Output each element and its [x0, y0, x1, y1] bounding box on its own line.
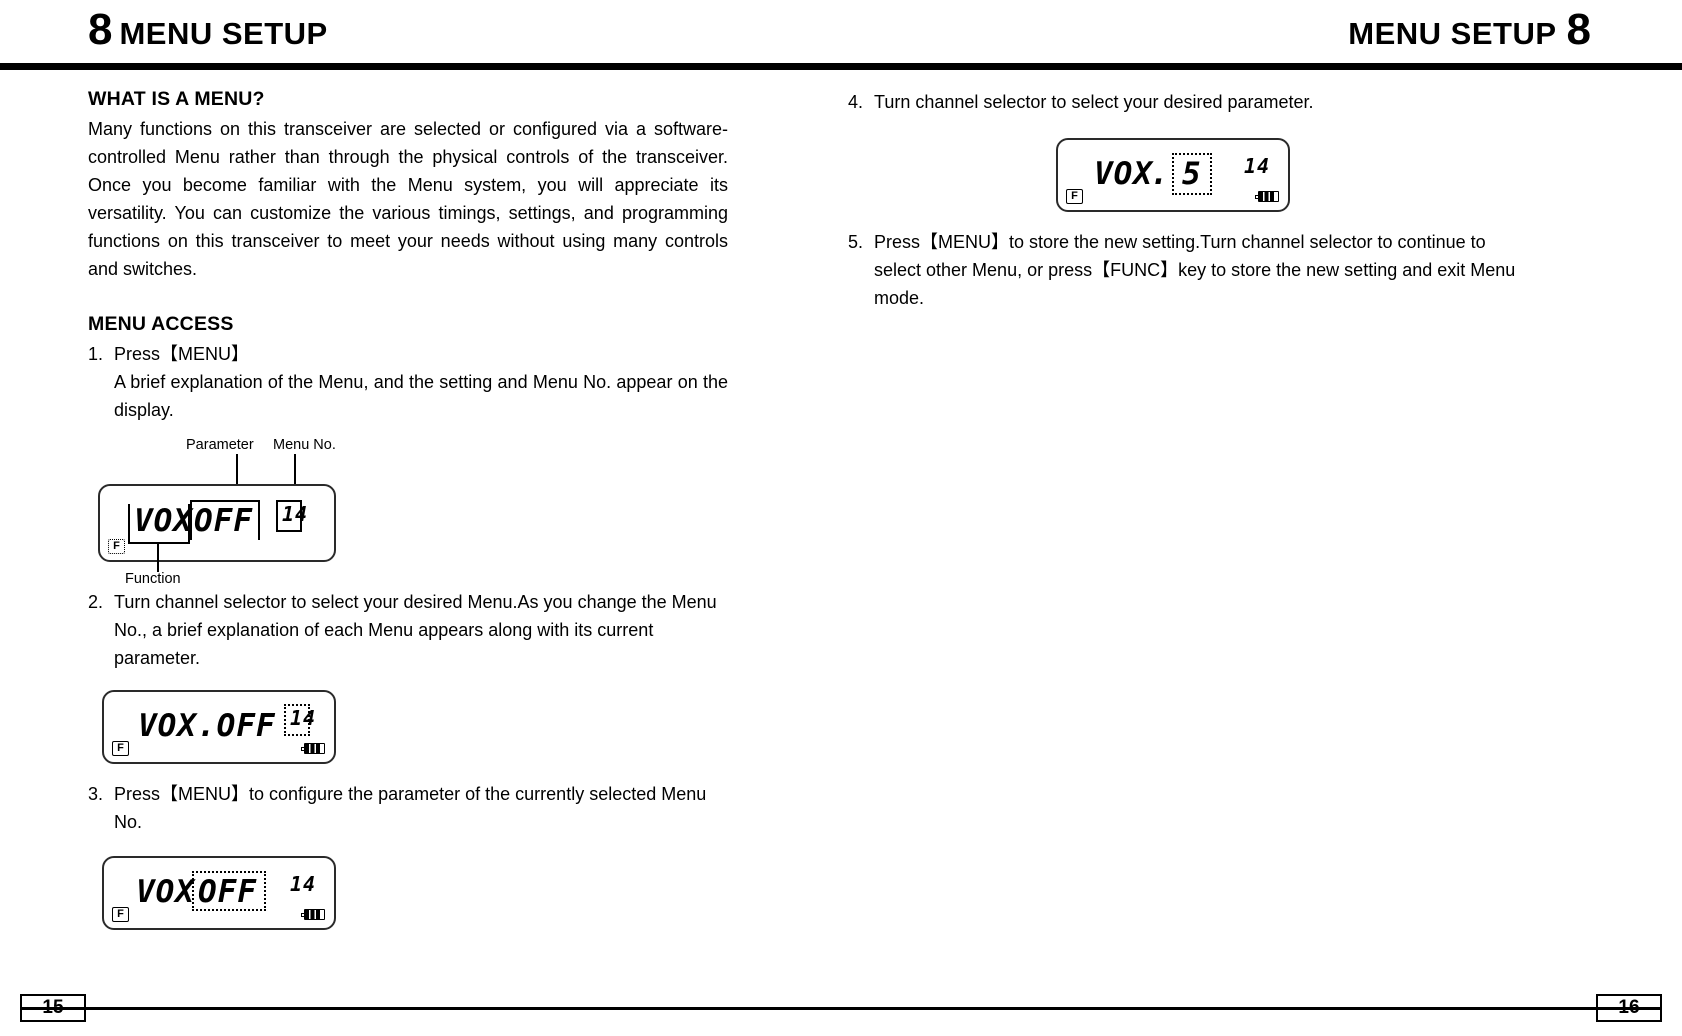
lcd2-display-value: VOX.OFF [138, 708, 276, 744]
leader-line-menu-no [294, 454, 296, 486]
highlight-box-menu-no [276, 500, 302, 532]
lcd1-function-value: VOX [134, 503, 193, 539]
header-right: MENU SETUP 8 [1348, 5, 1592, 54]
callout-label-menu-no: Menu No. [273, 437, 336, 453]
header-left: 8 MENU SETUP [88, 8, 328, 52]
header-divider [0, 63, 1682, 70]
lcd-figure-4: VOX . 5 14 F [848, 132, 1520, 228]
page-number-right: 16 [1596, 994, 1662, 1022]
chapter-number-right: 8 [1566, 5, 1592, 54]
step-1-number: 1. [88, 344, 104, 364]
highlight-box-menu-no-2 [284, 704, 310, 736]
highlight-box-parameter-3 [192, 871, 266, 911]
step-1-text: Press【MENU】 [114, 344, 250, 364]
step-2: 2. Turn channel selector to select your … [88, 588, 728, 672]
lcd4-parameter-value: 5 [1182, 156, 1202, 192]
section-spacer [88, 283, 728, 313]
lcd-display-4: VOX . 5 14 F [1056, 138, 1290, 212]
right-column: 4. Turn channel selector to select your … [848, 88, 1520, 312]
step-3: 3. Press【MENU】to configure the parameter… [88, 780, 728, 836]
step-1: 1. Press【MENU】 [88, 340, 728, 368]
lcd3-function-value: VOX [136, 874, 195, 910]
step-5: 5. Press【MENU】to store the new setting.T… [848, 228, 1520, 312]
step-3-text: Press【MENU】to configure the parameter of… [114, 784, 707, 832]
section-title-menu-access: MENU ACCESS [88, 313, 234, 335]
f-indicator-icon: F [108, 539, 125, 554]
battery-icon-3 [301, 909, 325, 920]
leader-line-function [157, 544, 159, 572]
page-number-left: 15 [20, 994, 86, 1022]
lcd3-menu-no-value: 14 [290, 872, 317, 896]
step-4: 4. Turn channel selector to select your … [848, 88, 1520, 116]
step-2-text: Turn channel selector to select your des… [114, 592, 717, 668]
callout-label-parameter: Parameter [186, 437, 254, 453]
section-title-what-is-a-menu: WHAT IS A MENU? [88, 88, 265, 110]
lcd4-function-value: VOX [1094, 156, 1153, 192]
highlight-box-parameter-4 [1172, 153, 1212, 195]
lcd1-parameter-value: OFF [194, 503, 253, 539]
lcd-display-2: VOX.OFF 14 F [102, 690, 336, 764]
chapter-title-left: MENU SETUP [119, 16, 328, 51]
battery-icon-2 [301, 743, 325, 754]
f-indicator-icon-2: F [112, 741, 129, 756]
callout-label-function: Function [125, 571, 181, 587]
lcd4-menu-no-value: 14 [1244, 154, 1271, 178]
battery-icon-4 [1255, 191, 1279, 202]
step-1-subtext: A brief explanation of the Menu, and the… [114, 372, 728, 420]
chapter-title-right: MENU SETUP [1348, 16, 1557, 51]
lcd-figure-3: VOX OFF 14 F [88, 850, 728, 946]
step-4-number: 4. [848, 92, 864, 112]
left-column: WHAT IS A MENU? Many functions on this t… [88, 88, 728, 946]
lcd-display-1: VOX OFF 14 F [98, 484, 336, 562]
lcd-display-3: VOX OFF 14 F [102, 856, 336, 930]
leader-line-parameter [236, 454, 238, 486]
f-indicator-icon-3: F [112, 907, 129, 922]
f-indicator-icon-4: F [1066, 189, 1083, 204]
paragraph-what-is-a-menu: Many functions on this transceiver are s… [88, 119, 728, 279]
page-header: 8 MENU SETUP MENU SETUP 8 [0, 0, 1682, 76]
footer-divider [20, 1007, 1662, 1010]
lcd4-separator: . [1150, 156, 1170, 192]
step-2-number: 2. [88, 592, 104, 612]
step-3-number: 3. [88, 784, 104, 804]
highlight-box-parameter [190, 500, 260, 540]
lcd-figure-2: VOX.OFF 14 F [88, 684, 728, 780]
step-5-text: Press【MENU】to store the new setting.Turn… [874, 232, 1516, 308]
step-5-number: 5. [848, 232, 864, 252]
highlight-box-function [128, 504, 190, 544]
step-4-text: Turn channel selector to select your des… [874, 92, 1314, 112]
lcd3-parameter-value: OFF [198, 874, 257, 910]
chapter-number: 8 [88, 5, 113, 54]
lcd-figure-1: Parameter Menu No. VOX OFF 14 F Function [88, 434, 728, 587]
